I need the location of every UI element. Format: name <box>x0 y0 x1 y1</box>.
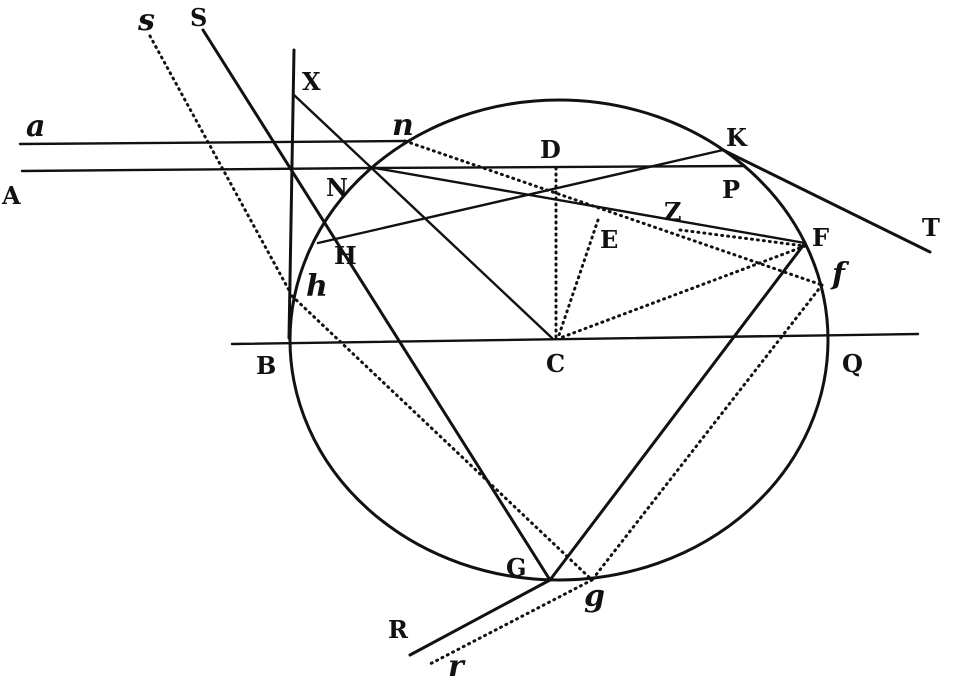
dotted-ray-s-h <box>148 34 292 294</box>
label-F: F <box>812 223 829 252</box>
label-S: S <box>190 3 207 32</box>
label-n: n <box>392 108 414 143</box>
label-X: X <box>302 67 321 96</box>
label-K: K <box>726 123 748 152</box>
label-Z: Z <box>664 197 682 226</box>
ray-S-G <box>201 28 552 582</box>
dotted-ray-g-r <box>426 578 594 667</box>
line-X-C <box>292 93 554 340</box>
label-r: r <box>448 649 466 680</box>
dotted-ray-n-f <box>403 139 824 287</box>
label-Q: Q <box>842 349 863 378</box>
label-a: a <box>26 109 45 144</box>
label-N: N <box>326 173 348 202</box>
label-R: R <box>388 615 409 644</box>
line-N-F <box>373 166 807 245</box>
line-N-P <box>373 164 747 170</box>
line-F-G <box>548 241 807 582</box>
ray-a-n <box>18 139 407 146</box>
label-D: D <box>540 135 561 164</box>
label-H: H <box>334 241 357 270</box>
ray-K-T <box>721 148 932 254</box>
label-P: P <box>722 175 740 204</box>
dotted-line-F-C <box>558 244 807 340</box>
label-f: f <box>830 257 850 292</box>
label-s: s <box>137 3 155 38</box>
label-G: G <box>506 553 527 582</box>
label-g: g <box>584 579 605 614</box>
label-C: C <box>546 349 565 378</box>
ray-G-R <box>408 578 552 657</box>
diameter-BQ <box>230 332 920 346</box>
drop-circle <box>288 98 830 582</box>
line-H-K <box>316 148 725 245</box>
label-T: T <box>922 213 940 242</box>
label-A: A <box>1 181 21 210</box>
dotted-ray-h-g <box>290 294 594 582</box>
ray-A-N <box>20 166 377 173</box>
label-B: B <box>256 351 276 380</box>
label-E: E <box>600 225 618 254</box>
label-h: h <box>306 269 328 304</box>
dotted-line-E-C <box>556 218 600 340</box>
dotted-ray-f-g <box>590 283 824 582</box>
